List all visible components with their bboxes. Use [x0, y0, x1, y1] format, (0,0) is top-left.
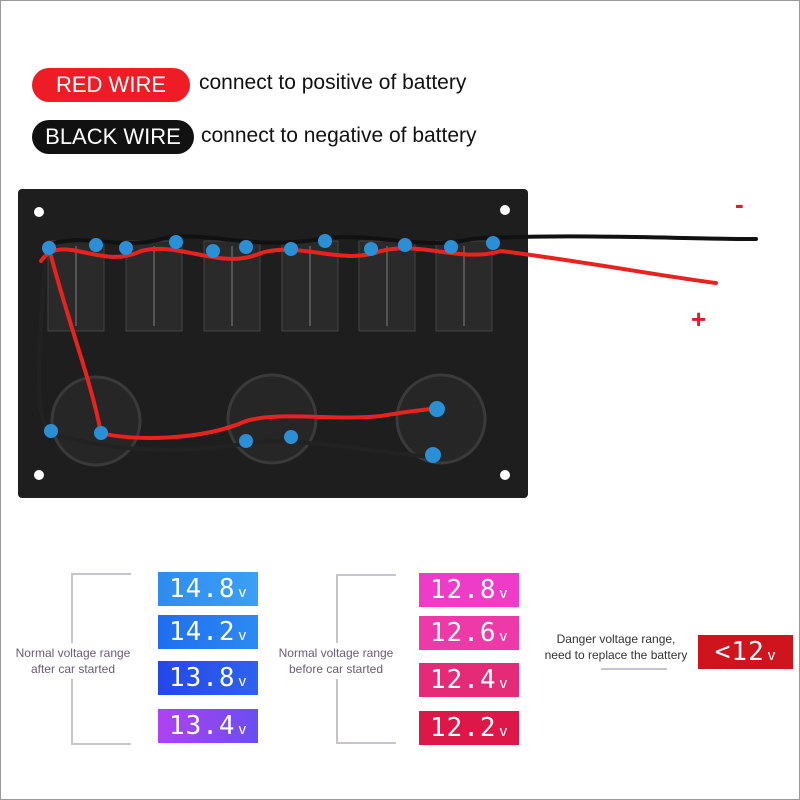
socket	[226, 373, 318, 465]
label-line: Danger voltage range,	[556, 632, 676, 646]
label-line: Normal voltage range	[15, 646, 131, 660]
danger-underline	[601, 668, 667, 670]
red-wire	[39, 246, 718, 285]
black-wire	[37, 244, 433, 459]
label-line: after car started	[30, 662, 116, 676]
switch-panel-illustration	[18, 189, 758, 498]
before-started-label: Normal voltage range before car started	[271, 643, 401, 679]
danger-label: Danger voltage range, need to replace th…	[536, 629, 696, 665]
positive-terminal-label: +	[691, 304, 707, 334]
label-line: Normal voltage range	[278, 646, 394, 660]
sockets	[50, 373, 487, 467]
after-started-label: Normal voltage range after car started	[3, 643, 143, 679]
socket	[50, 375, 142, 467]
red-wire	[49, 254, 438, 440]
black-wire	[44, 234, 758, 248]
mount-hole	[34, 470, 44, 480]
mount-hole	[500, 470, 510, 480]
label-line: need to replace the battery	[544, 648, 688, 662]
black-wire-badge: BLACK WIRE	[32, 120, 194, 154]
socket	[395, 373, 487, 465]
red-wire-note: connect to positive of battery	[199, 71, 467, 94]
black-wire-note: connect to negative of battery	[201, 124, 477, 147]
red-wire-badge: RED WIRE	[32, 68, 190, 102]
mount-hole	[500, 205, 510, 215]
label-line: before car started	[288, 662, 384, 676]
mount-hole	[34, 207, 44, 217]
negative-terminal-label: -	[735, 189, 744, 219]
